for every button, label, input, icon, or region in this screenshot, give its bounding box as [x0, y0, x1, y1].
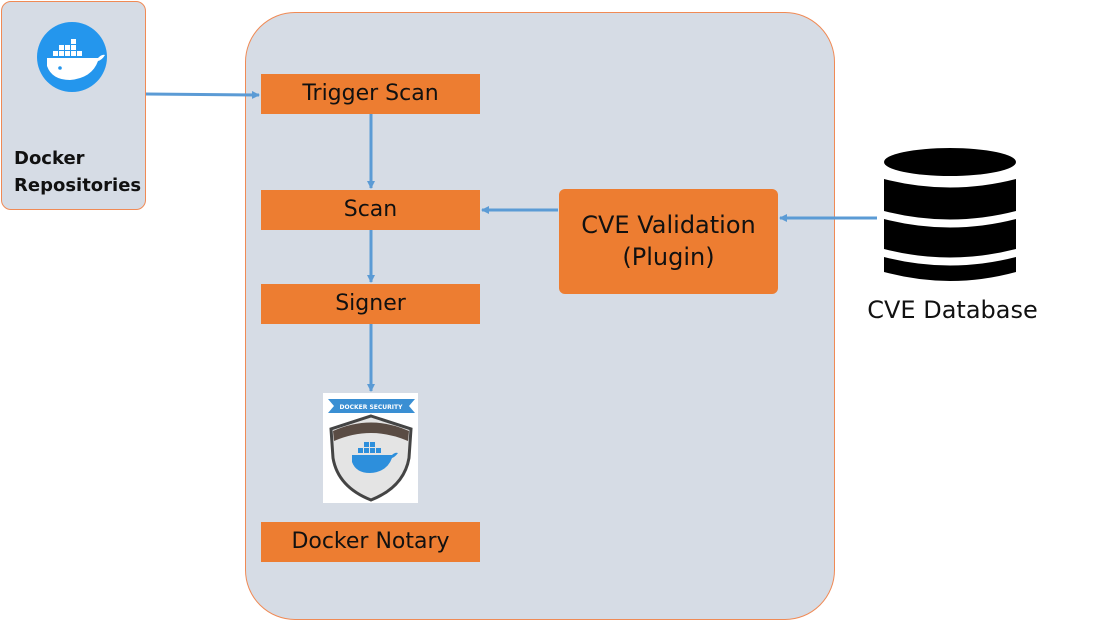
- docker-notary-box: Docker Notary: [261, 522, 480, 562]
- docker-repositories-label-line2: Repositories: [14, 175, 142, 196]
- signer-box: Signer: [261, 284, 480, 324]
- trigger-scan-box: Trigger Scan: [261, 74, 480, 114]
- badge-container: [370, 442, 375, 447]
- scan-label: Scan: [343, 196, 398, 222]
- cve-validation-plugin-label: (Plugin): [622, 242, 715, 271]
- badge-container: [376, 448, 381, 453]
- arrow-repositories-to-trigger: [145, 90, 260, 99]
- badge-container: [370, 448, 375, 453]
- badge-shield-band: [333, 422, 409, 441]
- docker-repositories-label-line1: Docker: [14, 148, 85, 169]
- scan-box: Scan: [261, 190, 480, 230]
- badge-container: [358, 448, 363, 453]
- docker-whale-icon: [37, 22, 107, 92]
- cve-validation-plugin-box: CVE Validation (Plugin): [559, 189, 778, 294]
- cve-database-label: CVE Database: [867, 296, 1038, 324]
- docker-notary-label: Docker Notary: [291, 528, 450, 554]
- cve-validation-label: CVE Validation: [581, 211, 756, 240]
- docker-repositories-label: Docker Repositories: [14, 145, 144, 199]
- trigger-scan-label: Trigger Scan: [302, 80, 439, 106]
- badge-ribbon: [328, 399, 415, 413]
- database-icon: [884, 148, 1016, 281]
- badge-container: [364, 442, 369, 447]
- docker-security-badge-icon: DOCKER SECURITY: [328, 399, 415, 502]
- signer-label: Signer: [335, 290, 406, 316]
- badge-ribbon-text: DOCKER SECURITY: [340, 404, 404, 411]
- badge-whale: [352, 452, 398, 473]
- badge-container: [364, 448, 369, 453]
